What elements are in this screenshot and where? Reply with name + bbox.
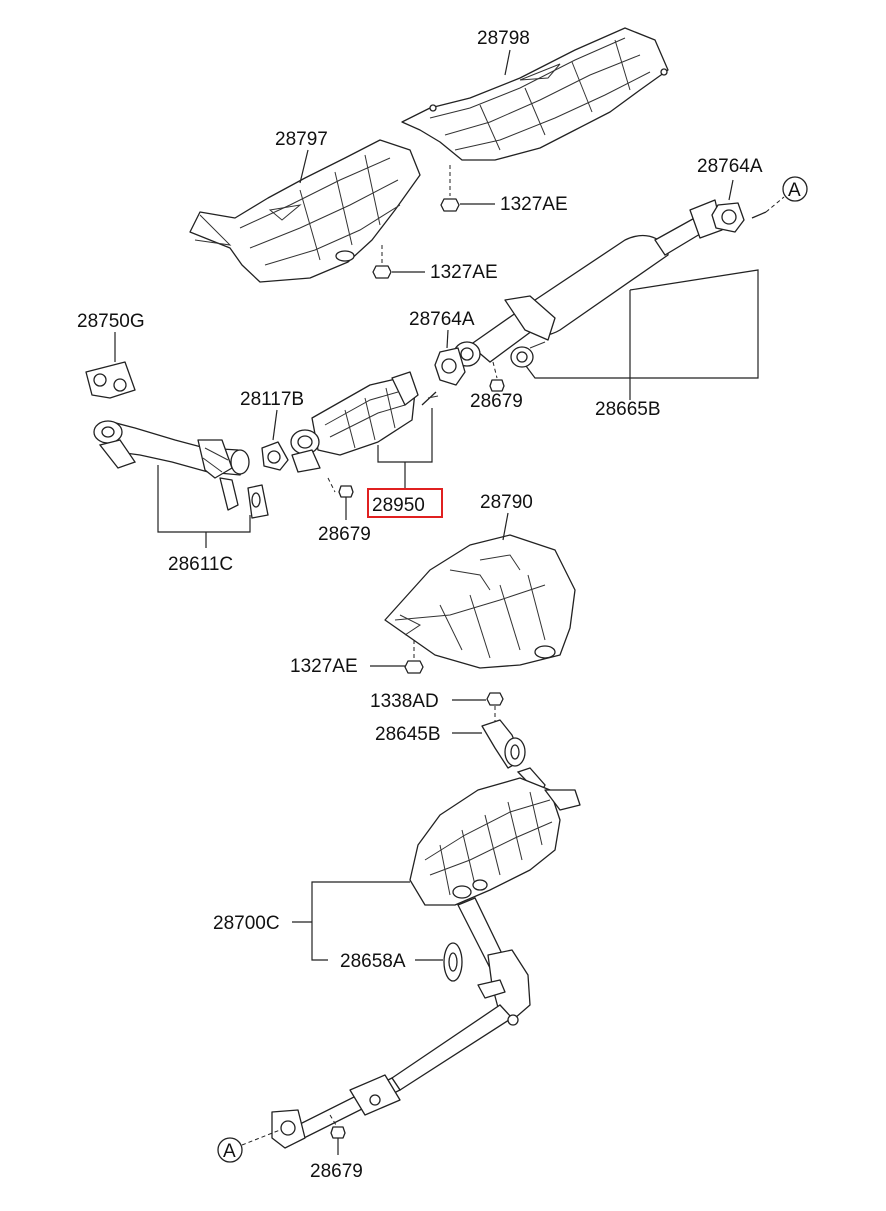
label-rubber-hanger: 28658A (340, 951, 406, 972)
heat-shield-lower (384, 534, 576, 669)
callout-a-bottom-circle (217, 1137, 243, 1163)
heat-shield-rear-upper (401, 27, 669, 161)
label-heat-shield-lower: 28790 (480, 492, 533, 513)
label-nut-cat: 28679 (318, 524, 371, 545)
label-nut-center: 28679 (470, 391, 523, 412)
label-nut-hanger: 1338AD (370, 691, 439, 712)
label-bolt-lower: 1327AE (290, 656, 358, 677)
center-muffler (453, 199, 723, 368)
gasket-center-front (434, 347, 466, 386)
catalytic-converter (290, 371, 439, 473)
front-pipe-gasket (85, 361, 136, 399)
label-hanger-bracket: 28645B (375, 724, 441, 745)
tail-pipe (271, 949, 531, 1149)
label-center-muffler: 28665B (595, 399, 661, 420)
nut-center (489, 361, 505, 392)
label-main-muffler: 28700C (213, 913, 280, 934)
label-bolt-upper-front: 1327AE (430, 262, 498, 283)
callout-a-top-circle (782, 176, 808, 202)
label-heat-shield-front-upper: 28797 (275, 129, 328, 150)
label-heat-shield-rear-upper: 28798 (477, 28, 530, 49)
label-gasket-center-front: 28764A (409, 309, 475, 330)
gasket-center-rear (711, 202, 745, 233)
label-front-pipe: 28611C (168, 554, 233, 575)
rubber-hanger (443, 942, 463, 982)
label-gasket-center-rear: 28764A (697, 156, 763, 177)
label-bolt-upper-rear: 1327AE (500, 194, 568, 215)
label-front-pipe-gasket: 28750G (77, 311, 145, 332)
label-catalytic-converter: 28950 (372, 495, 425, 516)
nut-hanger (486, 692, 504, 722)
hanger-bracket (481, 719, 546, 797)
label-nut-bottom: 28679 (310, 1161, 363, 1182)
callout-a-bottom: A (223, 1141, 236, 1162)
cat-gasket (261, 441, 289, 471)
front-pipe (93, 420, 269, 519)
nut-cat (327, 477, 354, 498)
label-cat-gasket: 28117B (240, 389, 304, 410)
highlight-box-catalytic-converter (367, 488, 443, 518)
bolt-upper-rear (440, 165, 460, 212)
callout-a-top: A (788, 180, 801, 201)
nut-bottom (329, 1114, 346, 1139)
bolt-upper-front (372, 245, 392, 279)
bolt-lower (404, 640, 424, 674)
heat-shield-front-upper (189, 139, 421, 283)
main-muffler (409, 777, 581, 969)
